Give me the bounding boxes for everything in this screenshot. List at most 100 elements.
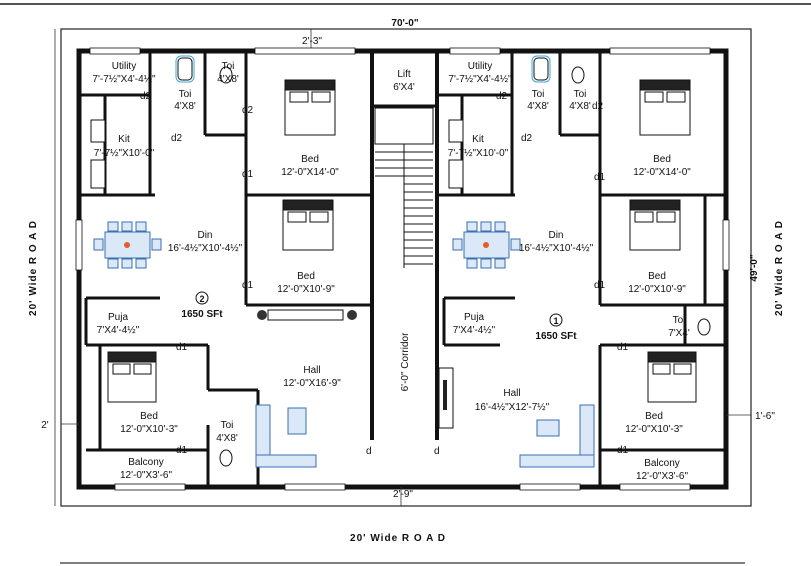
svg-text:d2: d2 [140, 91, 152, 102]
room-size: 16'-4½"X10'-4½" [519, 243, 594, 254]
plot-boundary [60, 28, 752, 507]
room-size: 12'-0"X14'-0" [633, 167, 691, 178]
room-size: 7'X4'-4½" [453, 325, 496, 336]
svg-text:d1: d1 [594, 280, 606, 291]
top-offset-dim: 2'-3" [302, 36, 322, 47]
room-size: 12'-0"X10'-9" [277, 284, 335, 295]
room-name: Balcony [128, 457, 164, 468]
exterior-wall [76, 48, 729, 490]
room-size: 4'X8' [527, 101, 549, 112]
road-label-right: 20' Wide R O A D [774, 220, 785, 316]
plant-icon [257, 310, 267, 320]
central-core [370, 51, 439, 440]
svg-text:d1: d1 [617, 342, 629, 353]
room-name: Bed [645, 411, 663, 422]
room-name: Hall [503, 388, 520, 399]
room-name: Bed [297, 271, 315, 282]
room-size: 4'X8' [216, 433, 238, 444]
room-name: Kit [472, 134, 484, 145]
unit-number: 2 [199, 294, 204, 304]
room-size: 12'-0"X10'-3" [120, 424, 178, 435]
room-size: 12'-0"X3'-6" [120, 470, 173, 481]
room-name: Toi [179, 89, 192, 100]
corridor-label: 6'-0" Corridor [400, 332, 411, 391]
room-size: 12'-0"X3'-6" [636, 471, 689, 482]
right-offset-dim: 1'-6" [755, 411, 775, 422]
svg-text:d2: d2 [592, 101, 604, 112]
svg-text:d2: d2 [242, 105, 254, 116]
kitchen-fixtures [90, 119, 464, 189]
svg-text:d1: d1 [242, 280, 254, 291]
sofa-set [255, 404, 595, 468]
svg-text:d2: d2 [171, 133, 183, 144]
room-size: 7'-7½"X4'-4½" [448, 74, 512, 85]
room-name: Bed [140, 411, 158, 422]
room-size: 7'-7½"X4'-4½" [92, 74, 156, 85]
room-name: Kit [118, 134, 130, 145]
room-size: 7'X4' [668, 328, 690, 339]
room-size: 12'-0"X14'-0" [281, 167, 339, 178]
svg-text:d1: d1 [242, 169, 254, 180]
room-size: 4'X8' [174, 101, 196, 112]
road-label-left: 20' Wide R O A D [28, 220, 39, 316]
room-size: 7'-7½"X10'-0" [94, 148, 155, 159]
svg-text:d1: d1 [176, 342, 188, 353]
room-size: 4'X8' [569, 101, 591, 112]
lift-size: 6'X4' [393, 82, 415, 93]
unit-area: 1650 SFt [181, 309, 223, 320]
room-name: Bed [653, 154, 671, 165]
room-name: Toi [221, 420, 234, 431]
room-name: Utility [112, 61, 136, 72]
room-name: Balcony [644, 458, 680, 469]
room-name: Din [197, 230, 212, 241]
room-name: Toi [532, 89, 545, 100]
utility-washer-icon [531, 55, 551, 83]
svg-text:d2: d2 [496, 91, 508, 102]
toilet-fixtures [177, 57, 711, 467]
room-name: Toi [673, 315, 686, 326]
utility-washer-icon [175, 55, 195, 83]
bottom-offset-dim: 2'-9" [393, 489, 413, 500]
room-name: Bed [648, 271, 666, 282]
svg-text:d: d [366, 446, 372, 457]
centerpiece-icon [483, 242, 489, 248]
road-label-bottom: 20' Wide R O A D [350, 533, 446, 544]
plant-icon [347, 310, 357, 320]
room-name: Puja [464, 312, 484, 323]
room-name: Toi [574, 89, 587, 100]
room-size: 7'-7½"X10'-0" [448, 148, 509, 159]
overall-depth-dim: 49'-0" [749, 254, 760, 281]
right-unit-walls [437, 51, 726, 487]
svg-text:d1: d1 [594, 172, 606, 183]
bed-furniture [107, 79, 697, 403]
room-name: Hall [303, 365, 320, 376]
room-size: 7'X4'-4½" [97, 325, 140, 336]
unit-number: 1 [553, 316, 558, 326]
room-size: 12'-0"X16'-9" [283, 378, 341, 389]
left-offset-dim: 2' [41, 420, 49, 431]
overall-width-dim: 70'-0" [391, 18, 418, 29]
dimension-lines [54, 29, 751, 506]
room-size: 12'-0"X10'-9" [628, 284, 686, 295]
unit-number-circle [195, 291, 209, 305]
svg-text:d2: d2 [521, 133, 533, 144]
room-name: Bed [301, 154, 319, 165]
svg-text:d: d [434, 446, 440, 457]
tv-screen [443, 380, 447, 410]
room-size: 4'X8' [217, 74, 239, 85]
room-size: 16'-4½"X12'-7½" [475, 402, 550, 413]
room-name: Utility [468, 61, 492, 72]
svg-text:d1: d1 [176, 445, 188, 456]
unit-area: 1650 SFt [535, 331, 577, 342]
room-name: Toi [222, 61, 235, 72]
centerpiece-icon [124, 242, 130, 248]
windows [75, 47, 730, 491]
svg-text:d1: d1 [617, 445, 629, 456]
room-name: Din [548, 230, 563, 241]
unit-number-circle [549, 313, 563, 327]
room-name: Puja [108, 312, 128, 323]
room-size: 16'-4½"X10'-4½" [168, 243, 243, 254]
room-size: 12'-0"X10'-3" [625, 424, 683, 435]
door-labels: d2 d2 d2 d1 d1 d1 d1 d d d2 d2 d2 d1 d1 … [140, 91, 629, 457]
